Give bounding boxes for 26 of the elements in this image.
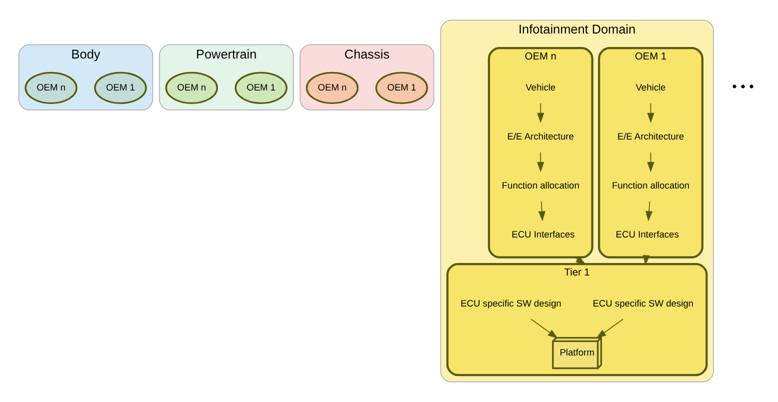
node-ellipse: OEM 1	[234, 72, 288, 104]
arrow	[538, 201, 546, 222]
node-ellipse: OEM n	[306, 72, 359, 104]
node-text: E/E Architecture	[617, 131, 684, 142]
arrow	[647, 152, 654, 172]
node-ellipse: OEM n	[165, 72, 218, 104]
node-text: Vehicle	[636, 82, 666, 92]
node-text: E/E Architecture	[507, 131, 574, 142]
arrow	[647, 102, 654, 124]
node-ellipse: OEM n	[24, 72, 78, 104]
node-text: Vehicle	[526, 82, 556, 92]
node-ellipse: OEM 1	[94, 72, 147, 104]
node-text: ECU specific SW design	[460, 298, 562, 308]
arrow	[530, 318, 558, 339]
node-text: Function allocation	[612, 180, 690, 191]
node-text: ECU Interfaces	[616, 230, 679, 240]
node-ellipse: OEM 1	[375, 72, 428, 104]
node-text: ECU specific SW design	[592, 298, 694, 308]
arrow	[537, 152, 544, 172]
node-text: Function allocation	[502, 180, 580, 191]
arrow	[537, 102, 544, 124]
arrow	[645, 201, 653, 222]
node-text: ECU Interfaces	[512, 230, 575, 240]
label: • • •	[732, 79, 754, 94]
arrow	[574, 256, 586, 265]
arrow	[596, 318, 624, 339]
